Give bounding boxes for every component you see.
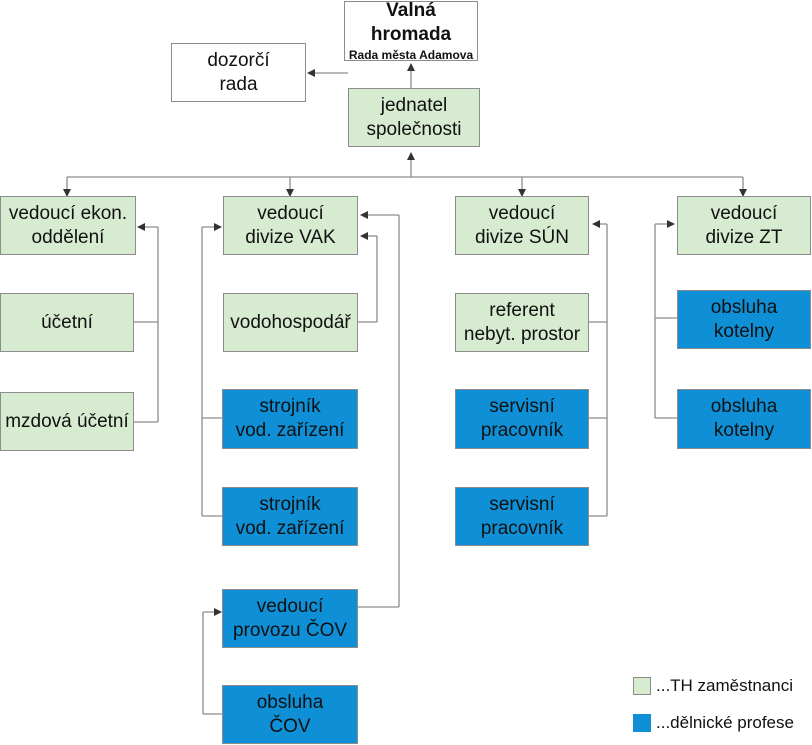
strojnik-1-box: strojník vod. zařízení bbox=[222, 389, 358, 449]
dozorci-rada-line1: dozorčí bbox=[207, 49, 270, 71]
obsluha-kotelny-1-line2: kotelny bbox=[713, 320, 775, 342]
vedouci-provozu-cov-box: vedoucí provozu ČOV bbox=[222, 589, 358, 648]
ucetni-label: účetní bbox=[41, 311, 93, 333]
valna-hromada-subtitle: Rada města Adamova bbox=[348, 48, 474, 62]
legend-delnicke-swatch bbox=[633, 714, 651, 732]
strojnik-1-line1: strojník bbox=[259, 396, 321, 417]
valna-hromada-title: Valná hromada bbox=[370, 0, 452, 45]
vedouci-ekon-box: vedoucí ekon. oddělení bbox=[0, 196, 136, 255]
jednatel-line1: jednatel bbox=[380, 94, 448, 116]
referent-line2: nebyt. prostor bbox=[463, 323, 581, 345]
obsluha-kotelny-2-line1: obsluha bbox=[710, 396, 778, 417]
servisni-pracovnik-1-line2: pracovník bbox=[480, 420, 564, 441]
strojnik-1-line2: vod. zařízení bbox=[235, 420, 345, 441]
ucetni-box: účetní bbox=[0, 293, 134, 352]
servisni-pracovnik-1-box: servisní pracovník bbox=[455, 389, 589, 449]
vodohospodar-label: vodohospodář bbox=[230, 311, 351, 333]
vedouci-zt-line2: divize ZT bbox=[705, 226, 783, 248]
servisni-pracovnik-2-line1: servisní bbox=[489, 493, 555, 515]
vedouci-zt-box: vedoucí divize ZT bbox=[677, 196, 811, 255]
vedouci-sun-line2: divize SÚN bbox=[475, 226, 569, 248]
vedouci-provozu-cov-line2: provozu ČOV bbox=[232, 619, 348, 641]
vedouci-ekon-line2: oddělení bbox=[31, 226, 105, 248]
servisni-pracovnik-2-line2: pracovník bbox=[480, 517, 564, 539]
strojnik-2-line2: vod. zařízení bbox=[235, 517, 345, 539]
servisni-pracovnik-1-line1: servisní bbox=[489, 396, 555, 417]
vedouci-sun-box: vedoucí divize SÚN bbox=[455, 196, 589, 255]
vodohospodar-box: vodohospodář bbox=[223, 293, 358, 352]
vedouci-vak-box: vedoucí divize VAK bbox=[223, 196, 358, 255]
vedouci-vak-line1: vedoucí bbox=[257, 202, 324, 224]
obsluha-cov-box: obsluha ČOV bbox=[222, 685, 358, 744]
legend-delnicke-label: ...dělnické profese bbox=[656, 713, 794, 732]
vedouci-vak-line2: divize VAK bbox=[245, 226, 336, 248]
obsluha-cov-line2: ČOV bbox=[269, 715, 311, 737]
jednatel-line2: společnosti bbox=[366, 118, 462, 140]
mzdova-ucetni-box: mzdová účetní bbox=[0, 392, 134, 451]
vedouci-ekon-line1: vedoucí ekon. bbox=[8, 202, 128, 224]
legend-th-swatch bbox=[633, 677, 651, 695]
obsluha-kotelny-1-line1: obsluha bbox=[710, 296, 778, 318]
obsluha-kotelny-2-box: obsluha kotelny bbox=[677, 389, 811, 449]
vedouci-zt-line1: vedoucí bbox=[710, 202, 778, 224]
referent-line1: referent bbox=[489, 299, 555, 321]
valna-hromada-box: Valná hromada Rada města Adamova bbox=[344, 0, 478, 62]
vedouci-provozu-cov-line1: vedoucí bbox=[256, 595, 324, 617]
legend-th-label: ...TH zaměstnanci bbox=[656, 676, 793, 695]
obsluha-kotelny-2-line2: kotelny bbox=[713, 420, 775, 441]
vedouci-sun-line1: vedoucí bbox=[488, 202, 556, 224]
dozorci-rada-box: dozorčí rada bbox=[171, 43, 306, 102]
referent-box: referent nebyt. prostor bbox=[455, 293, 589, 352]
obsluha-kotelny-1-box: obsluha kotelny bbox=[677, 290, 811, 349]
jednatel-box: jednatel společnosti bbox=[348, 88, 480, 147]
servisni-pracovnik-2-box: servisní pracovník bbox=[455, 487, 589, 546]
strojnik-2-line1: strojník bbox=[259, 493, 321, 515]
strojnik-2-box: strojník vod. zařízení bbox=[222, 487, 358, 546]
obsluha-cov-line1: obsluha bbox=[256, 691, 324, 713]
dozorci-rada-line2: rada bbox=[219, 73, 258, 95]
mzdova-ucetni-label: mzdová účetní bbox=[5, 410, 129, 432]
